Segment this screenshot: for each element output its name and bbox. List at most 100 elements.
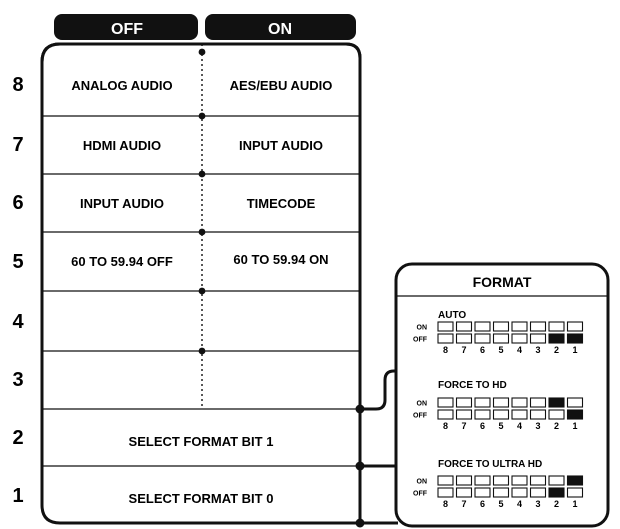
- on-tab: [205, 14, 356, 40]
- dip-cell-on: [566, 475, 584, 486]
- dip-bit-number: 6: [480, 421, 485, 431]
- dip-bit-number: 5: [498, 421, 503, 431]
- switch-2-label: SELECT FORMAT BIT 1: [129, 434, 274, 449]
- dip-cell-off: [548, 409, 565, 420]
- dip-cell-off: [548, 487, 565, 498]
- switch-number-2: 2: [12, 427, 23, 449]
- dip-cell-on: [511, 397, 528, 408]
- switch-number-1: 1: [12, 485, 23, 507]
- dip-bit-number: 3: [535, 499, 540, 509]
- format-mode-auto-label: AUTO: [438, 310, 466, 321]
- format-mode-uhd-label: FORCE TO ULTRA HD: [438, 459, 542, 470]
- format-mode-hd-label: FORCE TO HD: [438, 380, 507, 391]
- dip-cell-on: [455, 475, 473, 486]
- off-tab: [54, 14, 198, 40]
- dip-bit-number: 2: [554, 345, 559, 355]
- dip-bit-number: 5: [498, 345, 503, 355]
- dip-on-label: ON: [417, 325, 428, 332]
- dip-bit-number: 5: [498, 499, 503, 509]
- dip-cell-off: [492, 487, 510, 498]
- dip-cell-on: [437, 321, 454, 332]
- junction-dot: [198, 347, 206, 355]
- switch-number-4: 4: [12, 311, 24, 333]
- dip-cell-off: [529, 409, 547, 420]
- dip-cell-off: [566, 487, 584, 498]
- dip-bit-number: 4: [517, 421, 522, 431]
- dip-cell-on: [474, 475, 491, 486]
- dip-bit-number: 8: [443, 421, 448, 431]
- switch-7-off-label: HDMI AUDIO: [83, 138, 161, 153]
- dip-cell-off: [474, 409, 491, 420]
- dip-cell-off: [437, 333, 454, 344]
- dip-cell-off: [511, 333, 528, 344]
- dip-cell-off: [511, 487, 528, 498]
- switch-8-on-label: AES/EBU AUDIO: [230, 78, 333, 93]
- junction-dot: [198, 287, 206, 295]
- dip-cell-on: [529, 475, 547, 486]
- dip-cell-on: [492, 475, 510, 486]
- format-panel: [394, 262, 610, 528]
- dip-cell-off: [529, 333, 547, 344]
- dip-bit-number: 3: [535, 421, 540, 431]
- dip-cell-off: [529, 487, 547, 498]
- switch-number-5: 5: [12, 251, 23, 273]
- switch-number-3: 3: [12, 369, 23, 391]
- dip-cell-on: [548, 397, 565, 408]
- dip-cell-on: [474, 397, 491, 408]
- dip-bit-number: 1: [572, 345, 577, 355]
- dip-cell-on: [529, 397, 547, 408]
- dip-cell-on: [455, 321, 473, 332]
- on-column-header: ON: [268, 21, 292, 38]
- dip-cell-off: [492, 333, 510, 344]
- junction-dot: [198, 48, 206, 56]
- dip-bit-number: 7: [461, 499, 466, 509]
- dip-off-label: OFF: [413, 491, 428, 498]
- junction-dot: [198, 228, 206, 236]
- dip-cell-on: [511, 321, 528, 332]
- dip-bit-number: 6: [480, 499, 485, 509]
- connector-line: [360, 369, 398, 411]
- dip-cell-on: [437, 397, 454, 408]
- switch-panel-top-line: [40, 42, 362, 63]
- dip-cell-off: [474, 333, 491, 344]
- junction-dot: [198, 170, 206, 178]
- dip-cell-on: [566, 321, 584, 332]
- switch-5-off-label: 60 TO 59.94 OFF: [71, 254, 173, 269]
- dip-cell-off: [455, 487, 473, 498]
- dip-bit-number: 8: [443, 345, 448, 355]
- dip-off-label: OFF: [413, 337, 428, 344]
- dip-cell-off: [548, 333, 565, 344]
- dip-bit-number: 1: [572, 499, 577, 509]
- junction-dot: [198, 112, 206, 120]
- dip-bit-number: 3: [535, 345, 540, 355]
- switch-5-on-label: 60 TO 59.94 ON: [233, 252, 328, 267]
- dip-on-label: ON: [417, 401, 428, 408]
- off-column-header: OFF: [111, 21, 143, 38]
- dip-cell-off: [566, 333, 584, 344]
- dip-cell-off: [437, 409, 454, 420]
- connector-dot: [355, 461, 365, 471]
- dip-cell-on: [455, 397, 473, 408]
- switch-number-6: 6: [12, 192, 23, 214]
- dip-cell-on: [511, 475, 528, 486]
- switch-6-off-label: INPUT AUDIO: [80, 196, 164, 211]
- dip-on-label: ON: [417, 479, 428, 486]
- dip-cell-on: [548, 321, 565, 332]
- dip-bit-number: 7: [461, 421, 466, 431]
- dip-cell-off: [511, 409, 528, 420]
- dip-cell-on: [566, 397, 584, 408]
- format-panel-title: FORMAT: [473, 274, 532, 290]
- dip-cell-on: [548, 475, 565, 486]
- dip-bit-number: 4: [517, 499, 522, 509]
- dip-off-label: OFF: [413, 413, 428, 420]
- switch-6-on-label: TIMECODE: [247, 196, 316, 211]
- dip-cell-off: [566, 409, 584, 420]
- dip-cell-off: [437, 487, 454, 498]
- dip-bit-number: 2: [554, 499, 559, 509]
- dip-cell-on: [492, 321, 510, 332]
- dip-cell-on: [529, 321, 547, 332]
- dip-cell-off: [474, 487, 491, 498]
- dip-bit-number: 1: [572, 421, 577, 431]
